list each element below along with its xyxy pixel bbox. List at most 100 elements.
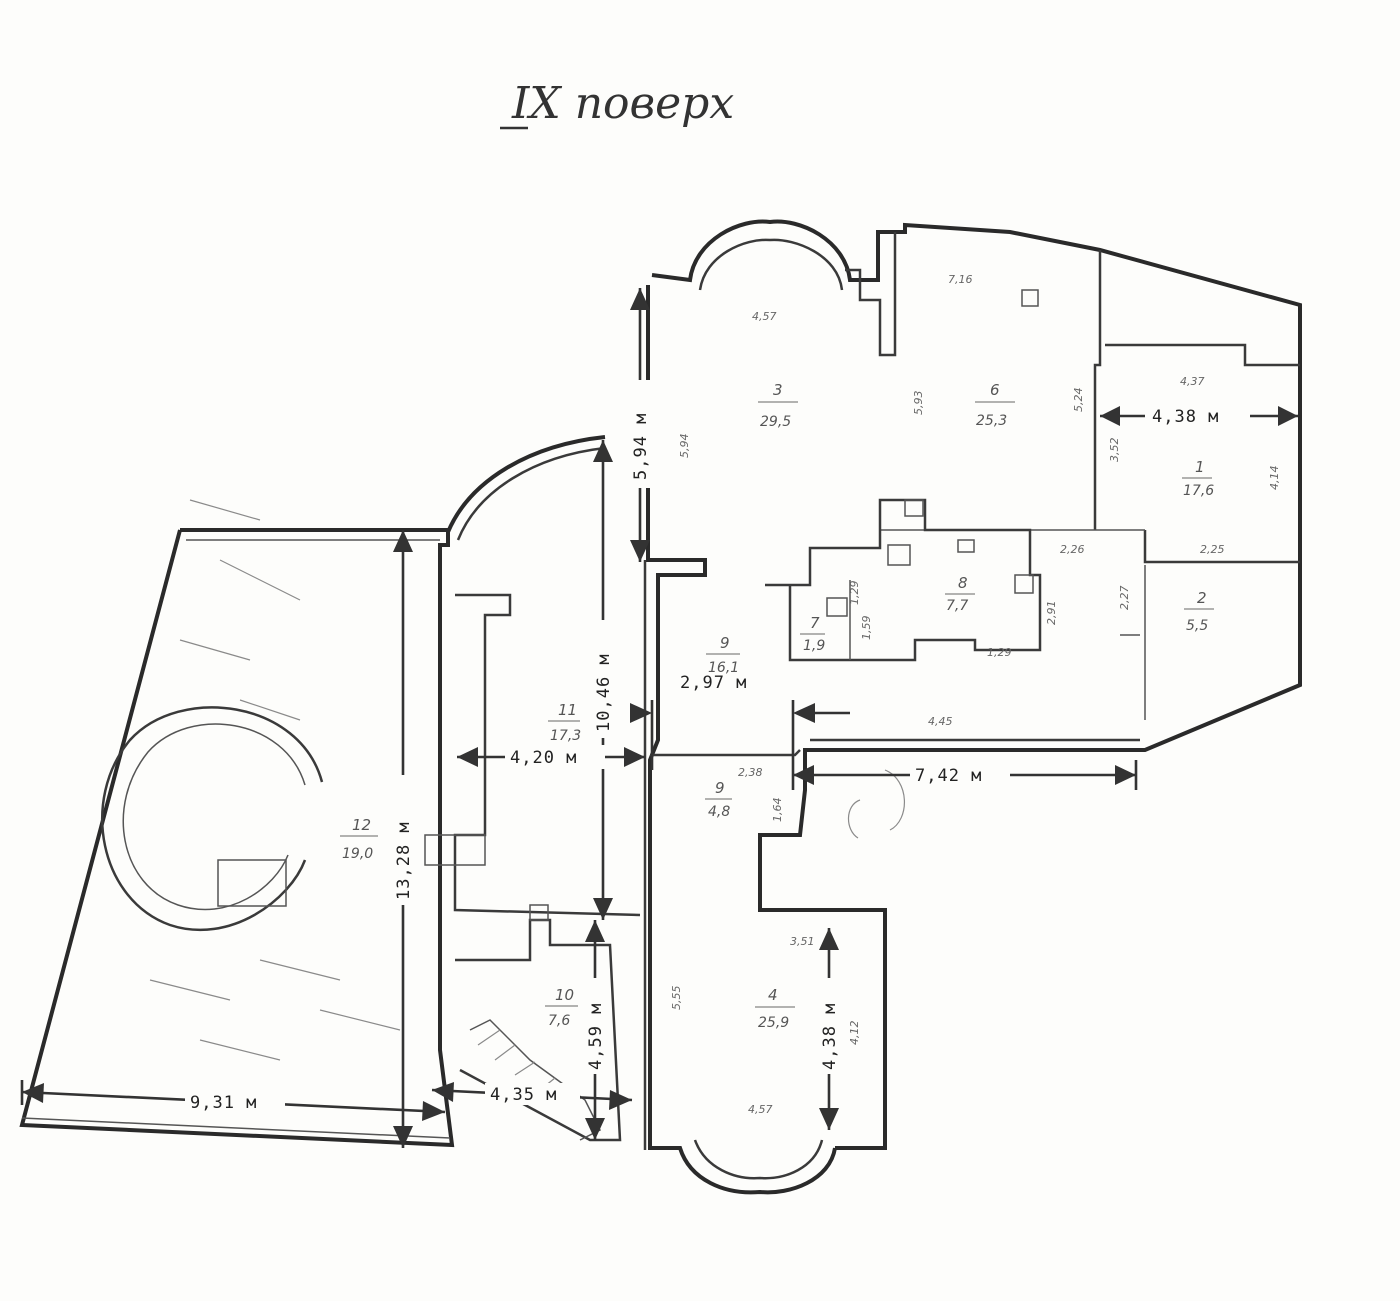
svg-text:5,94: 5,94 bbox=[678, 434, 691, 459]
fixture-8b bbox=[1014, 574, 1034, 594]
svg-text:8: 8 bbox=[958, 574, 968, 592]
room-10-label: 10 7,6 bbox=[545, 986, 578, 1029]
dim-label-4-20: 4,20 м bbox=[510, 748, 577, 768]
room-11-wall bbox=[453, 593, 641, 917]
svg-text:7: 7 bbox=[810, 614, 820, 632]
dim-arrow bbox=[593, 440, 613, 462]
dim-label-4-35: 4,35 м bbox=[490, 1085, 557, 1105]
dim-arrow bbox=[585, 920, 605, 942]
dim-label-4-38-bottom: 4,38 м bbox=[820, 1003, 840, 1070]
dim-arrow bbox=[630, 540, 650, 562]
fixture-8d bbox=[957, 539, 975, 553]
dim-arrow bbox=[432, 1082, 454, 1102]
bay-window-top bbox=[698, 238, 844, 291]
svg-text:4,57: 4,57 bbox=[748, 1103, 773, 1116]
room-7-8-wall bbox=[765, 498, 1042, 662]
svg-text:2,26: 2,26 bbox=[1060, 543, 1085, 556]
dim-label-10-46: 10,46 м bbox=[594, 653, 614, 732]
dim-label-5-94: 5,94 м bbox=[631, 413, 651, 480]
dim-arrow bbox=[624, 747, 645, 767]
dim-arrow bbox=[630, 288, 650, 310]
dim-arrow bbox=[630, 703, 652, 723]
svg-text:1,9: 1,9 bbox=[803, 638, 825, 654]
bottom-bay-inner bbox=[693, 1139, 824, 1180]
svg-text:2,91: 2,91 bbox=[1045, 601, 1058, 626]
room-1-top bbox=[1105, 343, 1300, 367]
room-10-wall bbox=[455, 918, 622, 1142]
svg-text:3,51: 3,51 bbox=[790, 935, 815, 948]
room-11-label: 11 17,3 bbox=[548, 701, 581, 744]
dim-arrow bbox=[819, 928, 839, 950]
svg-text:2: 2 bbox=[1197, 589, 1207, 607]
curved-corridor-wall-inner bbox=[456, 446, 606, 541]
terrace-box bbox=[217, 859, 287, 907]
svg-text:3,52: 3,52 bbox=[1108, 438, 1121, 463]
svg-text:1: 1 bbox=[1195, 458, 1205, 476]
room-4-label: 4 25,9 bbox=[755, 986, 795, 1031]
svg-text:4,57: 4,57 bbox=[752, 310, 777, 323]
svg-text:5,5: 5,5 bbox=[1186, 618, 1208, 634]
svg-text:4,8: 4,8 bbox=[708, 804, 730, 820]
central-wall bbox=[646, 285, 707, 1150]
svg-text:4,14: 4,14 bbox=[1268, 466, 1281, 491]
terrace-round-bench bbox=[100, 706, 324, 932]
stair-lines bbox=[477, 1029, 556, 1091]
room-7-label: 7 1,9 bbox=[800, 614, 825, 654]
room-2-wall bbox=[1120, 565, 1146, 720]
svg-text:7,7: 7,7 bbox=[946, 598, 968, 614]
curved-corridor-wall bbox=[446, 435, 606, 533]
column-box bbox=[424, 834, 486, 866]
svg-text:2,25: 2,25 bbox=[1200, 543, 1225, 556]
dim-arrow bbox=[457, 747, 478, 767]
dim-arrow bbox=[819, 1108, 839, 1130]
upper-block-wall bbox=[651, 219, 1302, 1150]
svg-text:4,37: 4,37 bbox=[1180, 375, 1205, 388]
svg-text:4,45: 4,45 bbox=[928, 715, 953, 728]
svg-text:9: 9 bbox=[715, 779, 725, 797]
svg-text:1,29: 1,29 bbox=[848, 581, 861, 606]
corridor-partition bbox=[650, 738, 1140, 757]
svg-text:7,16: 7,16 bbox=[948, 273, 973, 286]
dim-arrow bbox=[22, 1083, 44, 1103]
dim-arrow bbox=[1100, 406, 1120, 426]
dim-label-4-38-top: 4,38 м bbox=[1152, 407, 1219, 427]
dim-label-13-28: 13,28 м bbox=[394, 821, 414, 900]
svg-text:25,3: 25,3 bbox=[976, 413, 1007, 429]
small-fixture bbox=[529, 904, 549, 921]
dim-arrow bbox=[793, 703, 815, 723]
svg-text:2,27: 2,27 bbox=[1118, 586, 1131, 611]
room-6-label: 6 25,3 bbox=[975, 381, 1015, 429]
room-6-1-partition bbox=[1093, 250, 1102, 530]
svg-text:9: 9 bbox=[720, 634, 730, 652]
wall-length-labels: 4,57 7,16 5,93 5,94 5,24 4,37 3,52 4,14 … bbox=[670, 273, 1281, 1116]
dim-arrow bbox=[422, 1101, 445, 1121]
svg-text:5,24: 5,24 bbox=[1072, 388, 1085, 413]
svg-text:1,29: 1,29 bbox=[987, 646, 1012, 659]
svg-text:2,38: 2,38 bbox=[738, 766, 763, 779]
terrace-hatching bbox=[149, 499, 401, 1061]
svg-text:29,5: 29,5 bbox=[760, 414, 791, 430]
room-9a-label: 9 16,1 bbox=[706, 634, 740, 676]
svg-text:19,0: 19,0 bbox=[342, 846, 373, 862]
room-2-label: 2 5,5 bbox=[1184, 589, 1214, 634]
svg-text:4: 4 bbox=[768, 986, 778, 1004]
dim-arrow bbox=[393, 1126, 413, 1148]
dim-label-2-97: 2,97 м bbox=[680, 673, 747, 693]
room-8-label: 8 7,7 bbox=[945, 574, 975, 614]
svg-text:16,1: 16,1 bbox=[708, 660, 739, 676]
stair bbox=[469, 1019, 602, 1141]
svg-text:6: 6 bbox=[990, 381, 1000, 399]
floor-title: IX поверх bbox=[511, 78, 734, 129]
svg-text:5,93: 5,93 bbox=[912, 391, 925, 416]
room-12-label: 12 19,0 bbox=[340, 816, 378, 862]
dim-label-4-59: 4,59 м bbox=[586, 1003, 606, 1070]
terrace-wall bbox=[19, 528, 455, 1148]
fixture-8c bbox=[904, 499, 924, 517]
svg-text:10: 10 bbox=[555, 986, 574, 1004]
bottom-bay-wall bbox=[648, 1146, 837, 1195]
dim-arrow bbox=[593, 898, 613, 920]
svg-text:5,55: 5,55 bbox=[670, 986, 683, 1011]
dim-arrow bbox=[793, 765, 814, 785]
dim-arrow bbox=[1115, 765, 1136, 785]
